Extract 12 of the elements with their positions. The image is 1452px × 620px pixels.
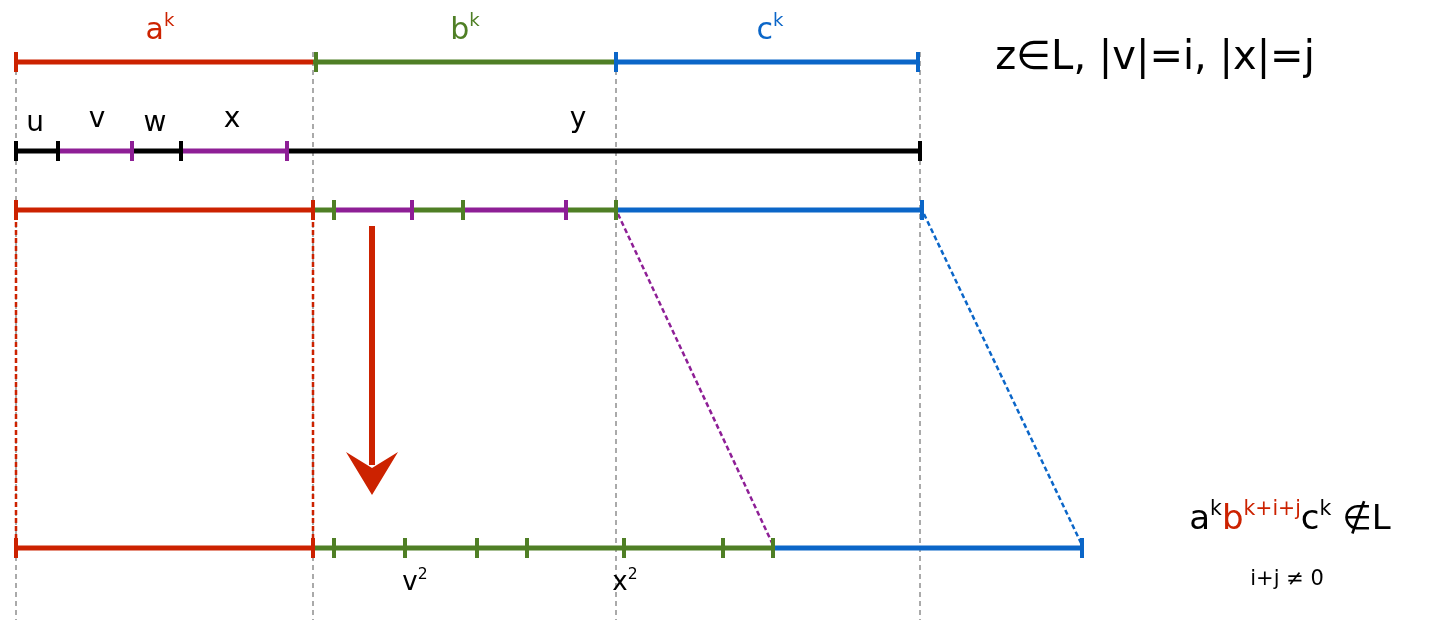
formula-text: a$^{k}$b$^{k+i+j}$c$^{k}$ ∉L (1189, 500, 1391, 534)
math-label: v (88, 104, 106, 132)
math-label: a$^{k}$ (145, 14, 175, 44)
math-label: c$^{k}$ (756, 14, 784, 44)
math-label: b$^{k}$ (450, 14, 480, 44)
math-label: u (26, 108, 44, 136)
math-label: i+j ≠ 0 (1250, 568, 1324, 589)
math-label: v$^{2}$ (402, 568, 428, 594)
math-label: w (143, 108, 167, 136)
math-label: y (569, 104, 587, 132)
math-label: x (223, 104, 241, 132)
math-label: x$^{2}$ (612, 568, 638, 594)
